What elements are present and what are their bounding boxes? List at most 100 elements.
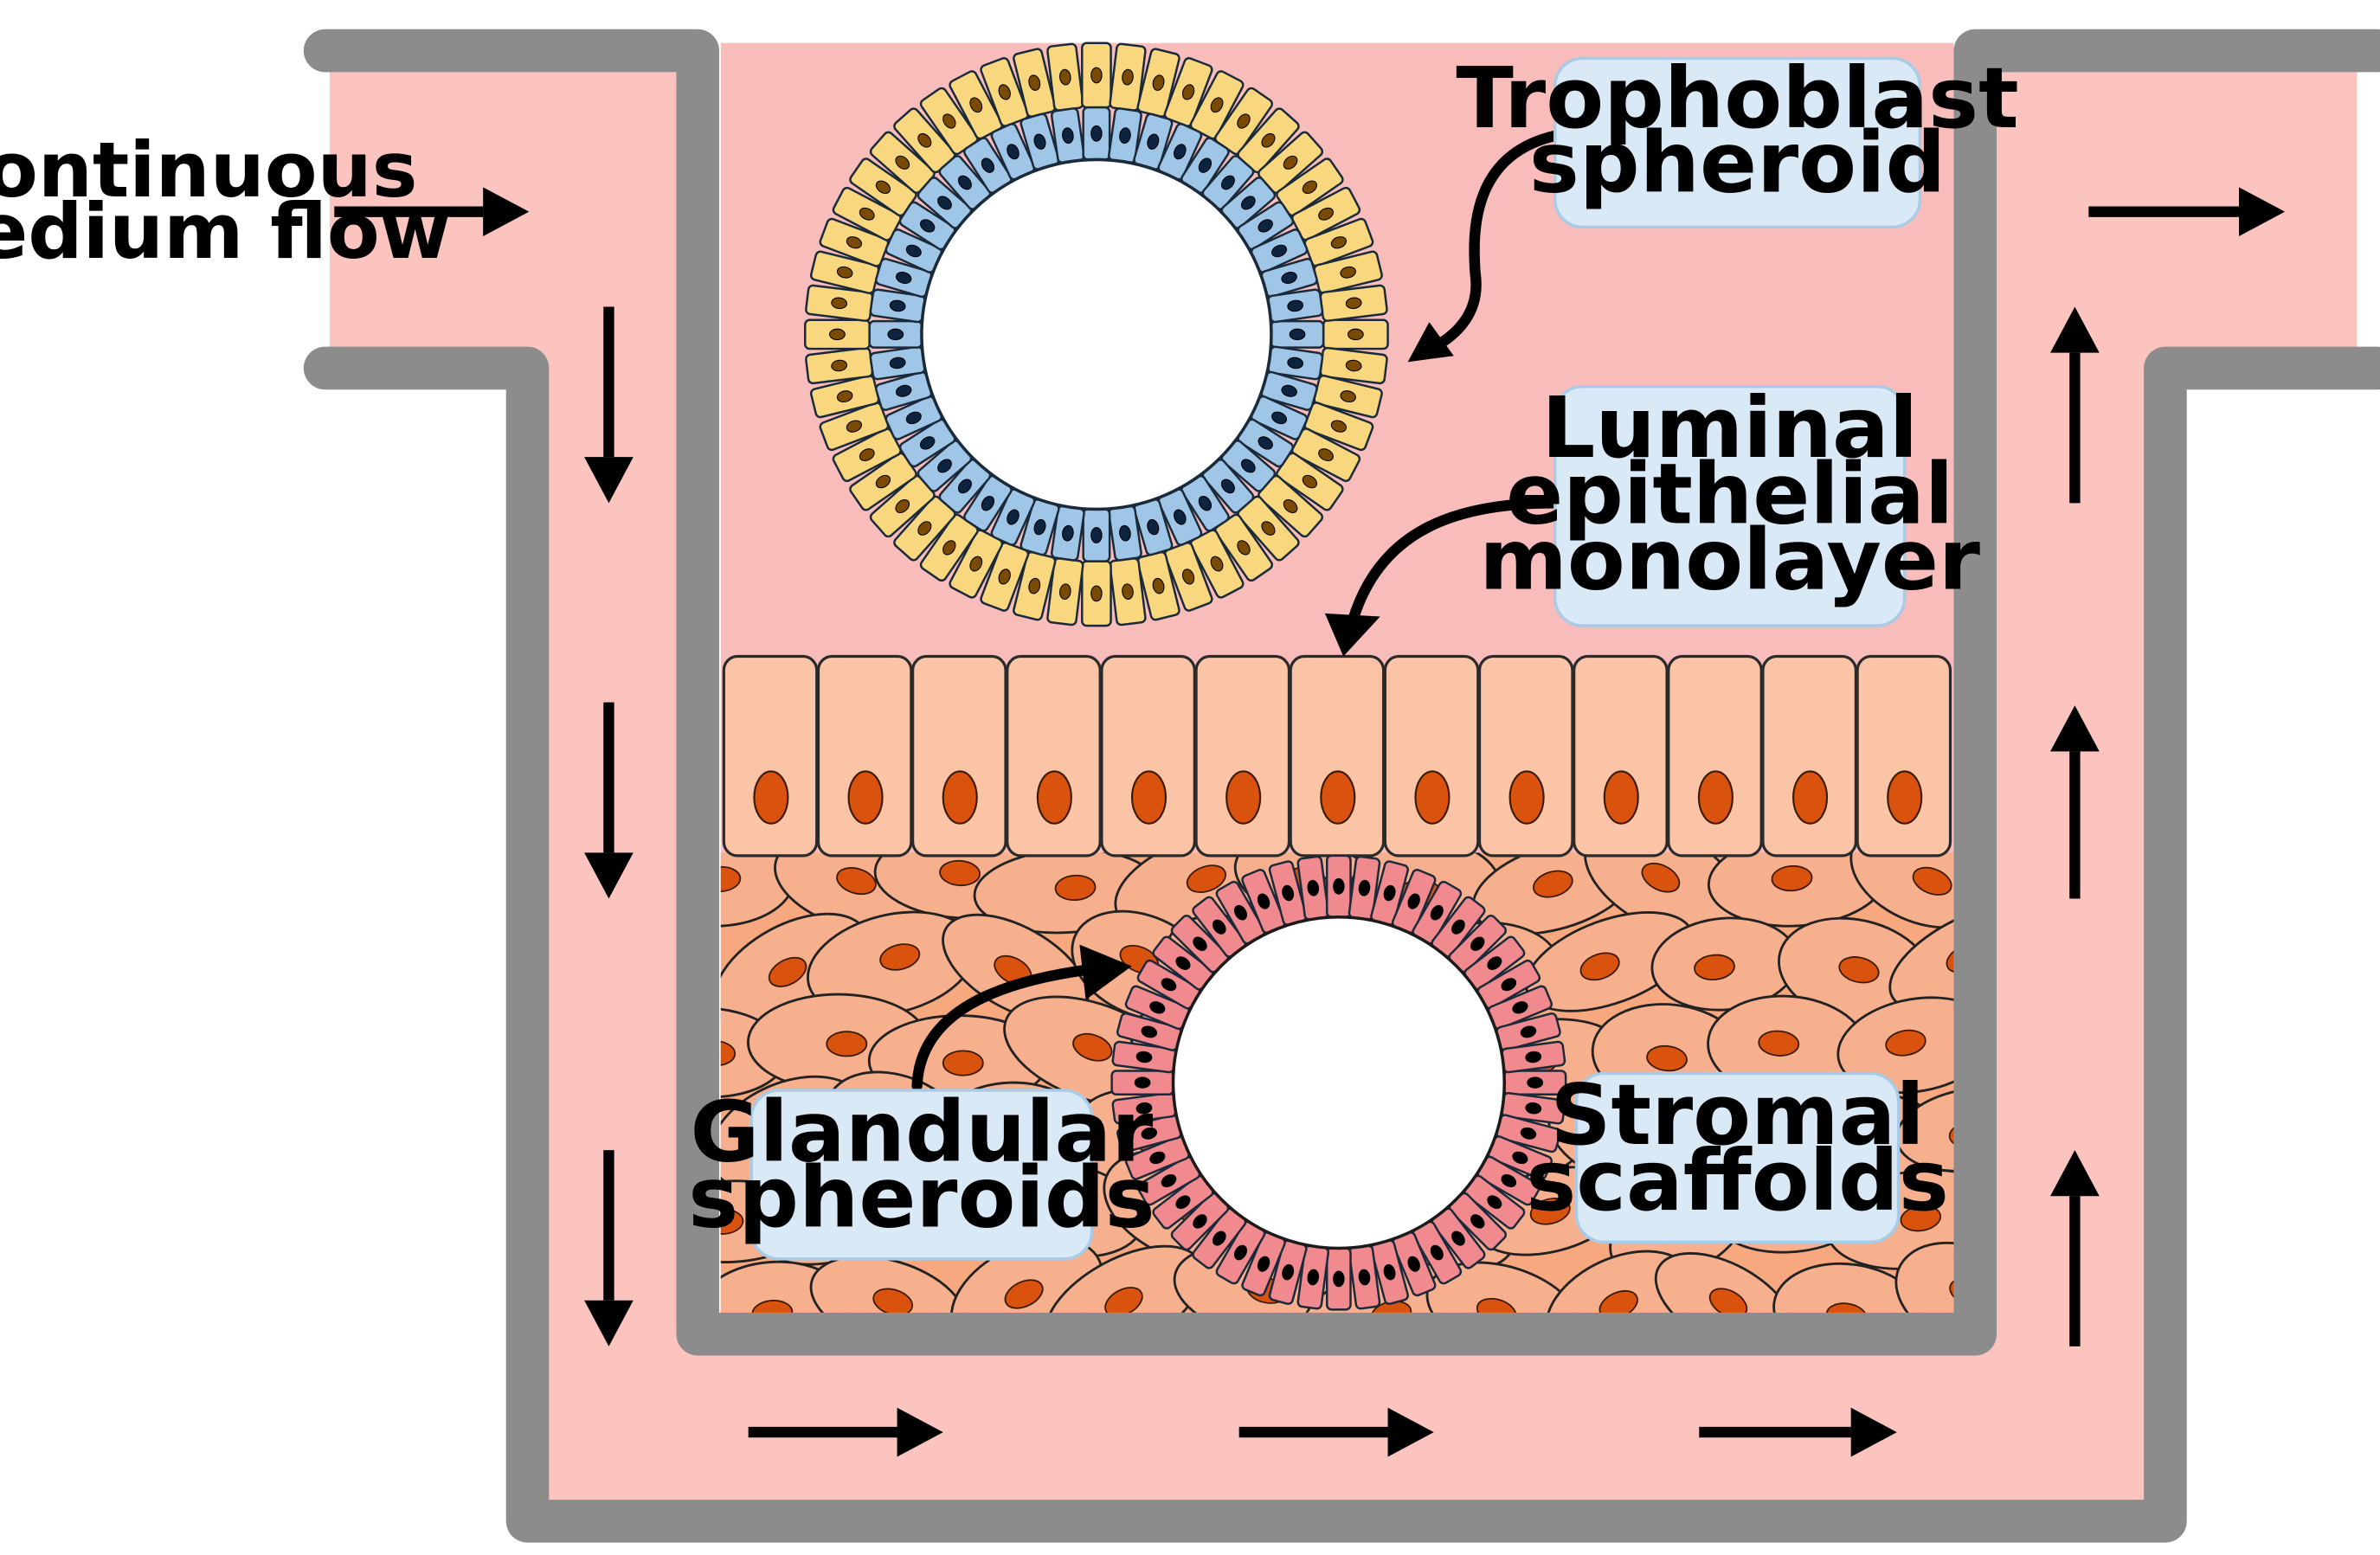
stromal-nucleus xyxy=(1708,1288,1748,1313)
trophoblast-outer-cell xyxy=(805,284,874,322)
trophoblast-inner-nucleus xyxy=(919,436,936,450)
stromal-cell xyxy=(1654,1252,1796,1313)
gland-nucleus xyxy=(1470,1214,1485,1229)
gland-nucleus xyxy=(1257,1256,1270,1272)
gland-nucleus xyxy=(1527,1076,1544,1089)
epithelial-nucleus xyxy=(1603,770,1639,825)
flow-arrow-head xyxy=(584,457,634,504)
gland-nucleus xyxy=(1307,1269,1320,1286)
gland-nucleus xyxy=(1212,1231,1226,1246)
stromal-nucleus xyxy=(1579,952,1620,981)
gland-cell xyxy=(1348,1244,1381,1310)
stromal-cell xyxy=(949,1237,1103,1313)
gland-nucleus xyxy=(1149,1001,1166,1014)
trophoblast-inner-nucleus xyxy=(1220,175,1235,190)
stromal-nucleus xyxy=(1771,864,1813,892)
trophoblast-outer-cell xyxy=(869,131,936,195)
arrowhead xyxy=(1079,944,1132,1000)
trophoblast-inner-nucleus xyxy=(1033,518,1046,536)
epithelial-cell xyxy=(911,654,1007,858)
trophoblast-outer-nucleus xyxy=(942,540,956,556)
trophoblast-inner-cell xyxy=(884,395,943,440)
gland-nucleus xyxy=(1501,978,1517,992)
flow-arrow-head xyxy=(2238,187,2286,237)
stromal-nucleus xyxy=(720,1040,737,1067)
trophoblast-inner-nucleus xyxy=(957,175,972,190)
trophoblast-inner-cell xyxy=(1220,177,1277,229)
trophoblast-inner-nucleus xyxy=(981,495,995,511)
trophoblast-outer-nucleus xyxy=(917,132,932,148)
stromal-cell xyxy=(1772,1262,1926,1313)
gland-nucleus xyxy=(1282,884,1295,902)
gland-nucleus xyxy=(1512,1151,1528,1165)
gland-nucleus xyxy=(1307,879,1320,896)
trophoblast-outer-nucleus xyxy=(1283,155,1298,170)
trophoblast-outer-cell xyxy=(949,70,1004,140)
gland-cell xyxy=(1431,896,1486,958)
gland-nucleus xyxy=(1333,877,1345,895)
trophoblast-outer-nucleus xyxy=(1318,207,1334,221)
epithelial-cell xyxy=(1573,654,1669,858)
callout-box xyxy=(749,1089,1094,1261)
arrowhead xyxy=(1324,613,1380,657)
epithelial-cell xyxy=(1667,654,1763,858)
trophoblast-inner-nucleus xyxy=(919,219,936,233)
trophoblast-inner-nucleus xyxy=(957,479,972,494)
epithelial-cell xyxy=(722,654,819,858)
stromal-nucleus xyxy=(1641,862,1681,893)
gland-nucleus xyxy=(1233,1244,1247,1261)
trophoblast-outer-cell xyxy=(1189,70,1245,140)
trophoblast-inner-cell xyxy=(1020,112,1060,170)
trophoblast-inner-nucleus xyxy=(1007,509,1020,525)
stromal-cell xyxy=(1894,1241,1954,1313)
gland-nucleus xyxy=(1520,1025,1537,1038)
stromal-nucleus xyxy=(1694,954,1735,981)
stromal-nucleus xyxy=(1949,1278,1954,1308)
epithelial-cell xyxy=(1477,654,1574,858)
trophoblast-outer-nucleus xyxy=(1347,328,1364,341)
stromal-cell xyxy=(1707,852,1888,928)
trophoblast-outer-nucleus xyxy=(1181,569,1195,585)
stromal-nucleus xyxy=(1476,1297,1517,1313)
trophoblast-outer-cell xyxy=(1081,42,1112,109)
gland-nucleus xyxy=(1383,1263,1396,1281)
callout-luminal-line3: monolayer xyxy=(1479,511,1980,609)
flow-arrow-head xyxy=(2050,705,2100,752)
gland-nucleus xyxy=(1383,884,1396,902)
stromal-cell xyxy=(1044,1244,1205,1313)
trophoblast-outer-nucleus xyxy=(859,207,875,221)
epithelial-nucleus xyxy=(1414,770,1451,825)
gland-cell xyxy=(1170,914,1230,973)
trophoblast-inner-nucleus xyxy=(895,272,912,285)
stromal-nucleus xyxy=(1598,1289,1638,1313)
flow-arrow-head xyxy=(584,1300,634,1346)
trophoblast-outer-nucleus xyxy=(1237,540,1251,556)
channel-wall xyxy=(303,29,2380,1356)
trophoblast-outer-nucleus xyxy=(1283,498,1298,514)
epithelial-nucleus xyxy=(1887,770,1923,825)
gland-nucleus xyxy=(1451,919,1465,935)
trophoblast-outer-nucleus xyxy=(1059,68,1071,86)
stromal-nucleus xyxy=(1646,1044,1688,1072)
gland-nucleus xyxy=(1257,893,1270,909)
stromal-nucleus xyxy=(1825,1302,1868,1313)
callout-glandular-line2: spheroids xyxy=(688,1149,1155,1247)
gland-nucleus xyxy=(1175,1195,1191,1210)
gland-nucleus xyxy=(1407,893,1420,909)
trophoblast-inner-cell xyxy=(884,228,943,273)
trophoblast-inner-cell xyxy=(1267,345,1324,381)
flow-arrow xyxy=(584,1150,634,1346)
trophoblast-inner-nucleus xyxy=(1174,509,1187,525)
stromal-cell xyxy=(1849,852,1954,929)
epithelial-nucleus xyxy=(1792,770,1829,825)
callout-trophoblast-line2: spheroid xyxy=(1529,114,1946,212)
epithelial-nucleus xyxy=(1225,770,1262,825)
callout-trophoblast: Trophoblast spheroid xyxy=(1456,49,2019,229)
gland-nucleus xyxy=(1141,1127,1158,1140)
epithelial-nucleus xyxy=(942,770,978,825)
trophoblast-outer-cell xyxy=(1163,542,1213,612)
callout-box xyxy=(1553,384,1907,627)
trophoblast-outer-cell xyxy=(1163,57,1213,127)
trophoblast-outer-cell xyxy=(1322,318,1389,350)
